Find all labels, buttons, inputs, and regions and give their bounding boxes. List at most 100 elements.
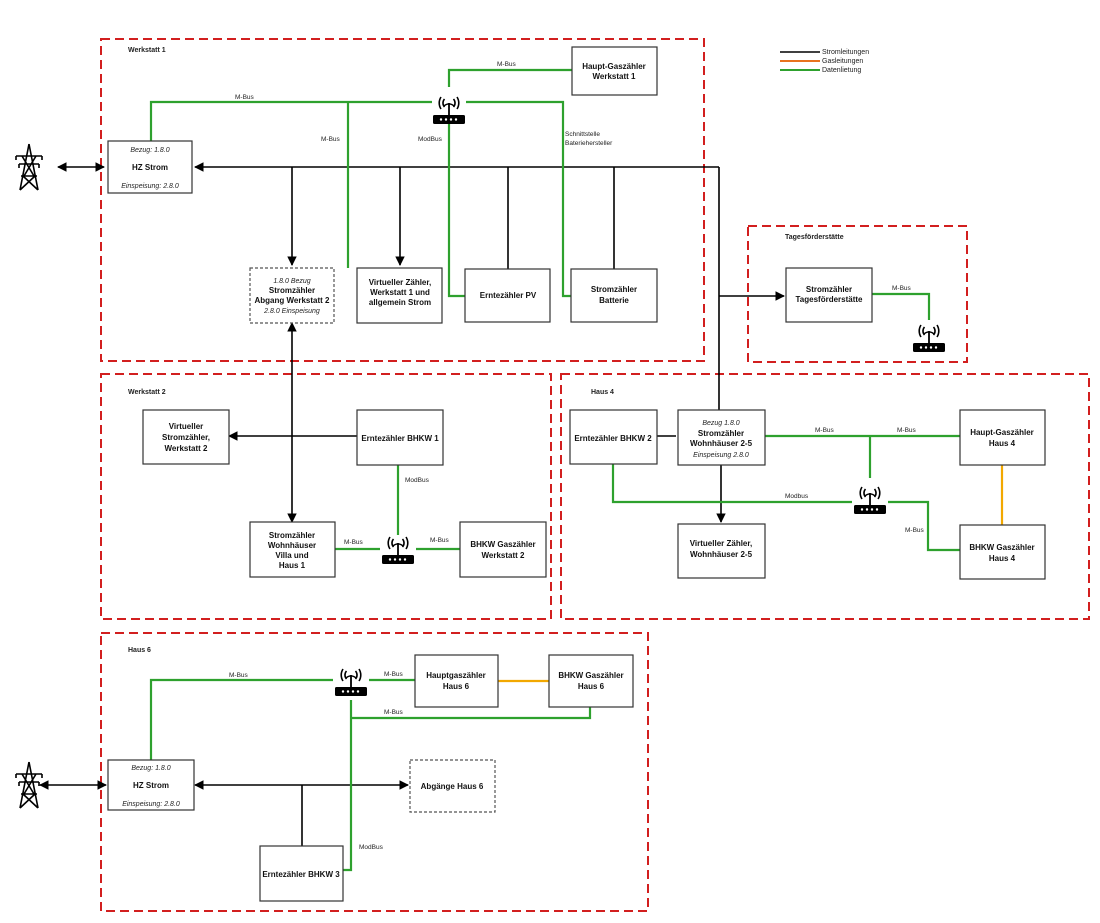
label-mbus: M-Bus: [815, 427, 835, 434]
svg-text:2.8.0 Einspeisung: 2.8.0 Einspeisung: [263, 308, 320, 315]
svg-text:Virtueller: Virtueller: [169, 422, 204, 431]
node-stromzaehler-batterie: Stromzähler Batterie: [570, 268, 658, 323]
svg-text:Virtueller Zähler,: Virtueller Zähler,: [690, 539, 753, 548]
svg-text:Einspeisung: 2.8.0: Einspeisung: 2.8.0: [121, 183, 179, 190]
svg-text:Einspeisung 2.8.0: Einspeisung 2.8.0: [693, 452, 749, 459]
svg-text:Stromzähler,: Stromzähler,: [162, 433, 210, 442]
svg-text:Einspeisung: 2.8.0: Einspeisung: 2.8.0: [122, 801, 180, 808]
data-lines: [149, 68, 960, 872]
svg-text:Werkstatt 2: Werkstatt 2: [165, 444, 209, 453]
svg-text:Villa und: Villa und: [275, 551, 308, 560]
svg-text:Tagesförderstätte: Tagesförderstätte: [796, 295, 864, 304]
zone-title: Tagesförderstätte: [785, 234, 844, 241]
node-stromzaehler-wohnhaeuser-2-5: Bezug 1.8.0 Stromzähler Wohnhäuser 2-5 E…: [677, 409, 766, 466]
node-erntezaehler-bhkw-3: Erntezähler BHKW 3: [259, 845, 344, 902]
edge-labels: M-Bus M-Bus M-Bus ModBus Schnittstelle B…: [229, 61, 925, 851]
wireless-router-icon: [381, 536, 415, 565]
zone-werkstatt-2: Werkstatt 2: [100, 373, 552, 620]
legend-gas: Gasleitungen: [822, 58, 863, 65]
label-mbus: M-Bus: [344, 539, 364, 546]
transmission-tower-icon: [15, 761, 43, 809]
svg-text:Batterie: Batterie: [599, 296, 629, 305]
label-mbus: M-Bus: [321, 136, 341, 143]
wireless-router-icon: [853, 486, 887, 515]
svg-text:Bezug: 1.8.0: Bezug: 1.8.0: [131, 765, 170, 772]
svg-text:Wohnhäuser 2-5: Wohnhäuser 2-5: [690, 550, 753, 559]
node-hauptgaszaehler-haus-6: Hauptgaszähler Haus 6: [414, 654, 499, 708]
label-mbus: M-Bus: [497, 61, 517, 68]
zone-title: Haus 6: [128, 647, 151, 654]
svg-text:Haus 1: Haus 1: [279, 561, 306, 570]
node-hz-strom-haus-6: Bezug: 1.8.0 HZ Strom Einspeisung: 2.8.0: [107, 759, 195, 811]
node-stromzaehler-villa-haus-1: Stromzähler Wohnhäuser Villa und Haus 1: [249, 521, 336, 578]
svg-text:Stromzähler: Stromzähler: [591, 285, 637, 294]
svg-text:Stromzähler: Stromzähler: [806, 285, 852, 294]
zone-title: Werkstatt 1: [128, 47, 166, 54]
svg-text:Stromzähler: Stromzähler: [698, 429, 744, 438]
label-mbus: M-Bus: [384, 709, 404, 716]
node-virtueller-zaehler-wohnhaeuser-2-5: Virtueller Zähler, Wohnhäuser 2-5: [677, 523, 766, 579]
node-bhkw-gaszaehler-haus-6: BHKW Gaszähler Haus 6: [548, 654, 634, 708]
label-batteriehersteller: Bateriehersteller: [565, 140, 613, 147]
svg-text:Werkstatt 1: Werkstatt 1: [593, 72, 637, 81]
svg-text:Abgang Werkstatt 2: Abgang Werkstatt 2: [255, 296, 331, 305]
node-virtueller-zaehler-werkstatt-1: Virtueller Zähler, Werkstatt 1 und allge…: [356, 267, 443, 324]
label-mbus: M-Bus: [905, 527, 925, 534]
svg-text:Erntezähler BHKW 1: Erntezähler BHKW 1: [361, 434, 439, 443]
gas-lines: [498, 465, 1004, 683]
zone-werkstatt-1: Werkstatt 1: [100, 38, 705, 362]
label-modbus: ModBus: [359, 844, 384, 851]
svg-text:1.8.0 Bezug: 1.8.0 Bezug: [273, 278, 310, 285]
label-modbus: Modbus: [785, 493, 809, 500]
wireless-router-icon: [432, 96, 466, 125]
node-erntezaehler-bhkw-2: Erntezähler BHKW 2: [569, 409, 658, 465]
svg-text:HZ Strom: HZ Strom: [133, 781, 169, 790]
node-stromzaehler-abgang-werkstatt-2: 1.8.0 Bezug Stromzähler Abgang Werkstatt…: [249, 267, 335, 324]
svg-text:Virtueller Zähler,: Virtueller Zähler,: [369, 278, 432, 287]
svg-text:Haupt-Gaszähler: Haupt-Gaszähler: [582, 62, 646, 71]
label-schnittstelle: Schnittstelle: [565, 131, 600, 138]
svg-text:Stromzähler: Stromzähler: [269, 531, 315, 540]
svg-text:Werkstatt 1 und: Werkstatt 1 und: [370, 288, 430, 297]
svg-text:Wohnhäuser 2-5: Wohnhäuser 2-5: [690, 439, 753, 448]
svg-text:BHKW Gaszähler: BHKW Gaszähler: [558, 671, 623, 680]
label-mbus: M-Bus: [384, 671, 404, 678]
svg-text:Abgänge Haus 6: Abgänge Haus 6: [421, 782, 484, 791]
legend: Stromleitungen Gasleitungen Datenlietung: [780, 49, 869, 74]
svg-text:Bezug: 1.8.0: Bezug: 1.8.0: [130, 147, 169, 154]
svg-text:Haus 4: Haus 4: [989, 554, 1016, 563]
node-erntezaehler-bhkw-1: Erntezähler BHKW 1: [356, 409, 444, 466]
node-bhkw-gaszaehler-werkstatt-2: BHKW Gaszähler Werkstatt 2: [459, 521, 547, 578]
node-stromzaehler-tagesfoerderstaette: Stromzähler Tagesförderstätte: [785, 267, 873, 323]
svg-text:Werkstatt 2: Werkstatt 2: [482, 551, 526, 560]
svg-text:Erntezähler PV: Erntezähler PV: [480, 291, 537, 300]
wireless-router-icon: [912, 324, 946, 353]
label-mbus: M-Bus: [892, 285, 912, 292]
label-modbus: ModBus: [418, 136, 443, 143]
node-virtueller-stromzaehler-werkstatt-2: Virtueller Stromzähler, Werkstatt 2: [142, 409, 230, 465]
svg-text:allgemein Strom: allgemein Strom: [369, 298, 431, 307]
svg-text:Wohnhäuser: Wohnhäuser: [268, 541, 316, 550]
svg-text:Haus 6: Haus 6: [443, 682, 470, 691]
wireless-router-icon: [334, 668, 368, 697]
label-modbus: ModBus: [405, 477, 430, 484]
node-haupt-gaszaehler-werkstatt-1: Haupt-Gaszähler Werkstatt 1: [571, 46, 658, 96]
legend-power: Stromleitungen: [822, 49, 869, 56]
svg-text:Hauptgaszähler: Hauptgaszähler: [426, 671, 486, 680]
svg-text:Erntezähler BHKW 3: Erntezähler BHKW 3: [262, 870, 340, 879]
label-mbus: M-Bus: [235, 94, 255, 101]
svg-text:Erntezähler BHKW 2: Erntezähler BHKW 2: [574, 434, 652, 443]
zone-title: Haus 4: [591, 389, 614, 396]
svg-text:Haupt-Gaszähler: Haupt-Gaszähler: [970, 428, 1034, 437]
transmission-tower-icon: [15, 143, 43, 191]
label-mbus: M-Bus: [430, 537, 450, 544]
node-abgaenge-haus-6: Abgänge Haus 6: [409, 759, 496, 813]
zone-tagesfoerderstaette: Tagesförderstätte: [747, 225, 968, 363]
svg-text:Haus 4: Haus 4: [989, 439, 1016, 448]
svg-text:BHKW Gaszähler: BHKW Gaszähler: [470, 540, 535, 549]
zone-title: Werkstatt 2: [128, 389, 166, 396]
node-erntezaehler-pv: Erntezähler PV: [464, 268, 551, 323]
svg-text:Haus 6: Haus 6: [578, 682, 605, 691]
node-bhkw-gaszaehler-haus-4: BHKW Gaszähler Haus 4: [959, 524, 1046, 580]
